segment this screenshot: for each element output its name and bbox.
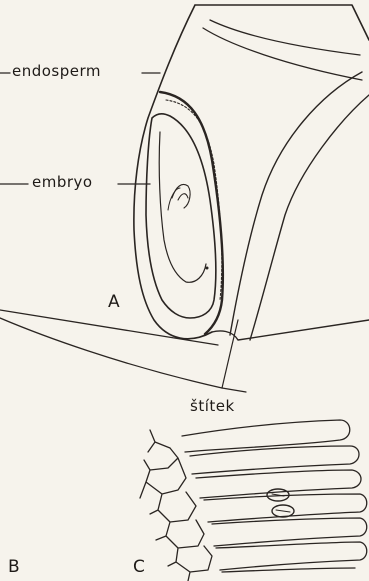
grain-base-2 xyxy=(0,318,222,388)
scutellum-pointer xyxy=(222,320,238,388)
grain-outer-wall xyxy=(134,5,369,339)
panel-label-c: C xyxy=(133,557,145,577)
scutellum-band xyxy=(160,92,223,334)
grain-base xyxy=(0,310,218,345)
grain-inner-wall-1 xyxy=(210,20,360,55)
label-endosperm: endosperm xyxy=(12,62,101,80)
embryo-dot xyxy=(206,267,209,270)
cell-network xyxy=(140,430,212,581)
plumule xyxy=(172,185,190,209)
columnar-cells xyxy=(182,420,367,572)
panel-label-a: A xyxy=(108,292,120,312)
grain-right-curve xyxy=(230,72,362,335)
grain-inner-wall-2 xyxy=(203,28,362,80)
panel-label-b: B xyxy=(8,557,20,577)
label-scutellum: štítek xyxy=(190,397,235,415)
embryo-outline xyxy=(146,114,216,318)
scutellum-pointer-2 xyxy=(222,388,246,392)
grain-right-curve-2 xyxy=(250,95,369,340)
label-embryo: embryo xyxy=(32,173,93,191)
cell-layer xyxy=(140,420,367,581)
nucleus-detail xyxy=(272,494,290,512)
